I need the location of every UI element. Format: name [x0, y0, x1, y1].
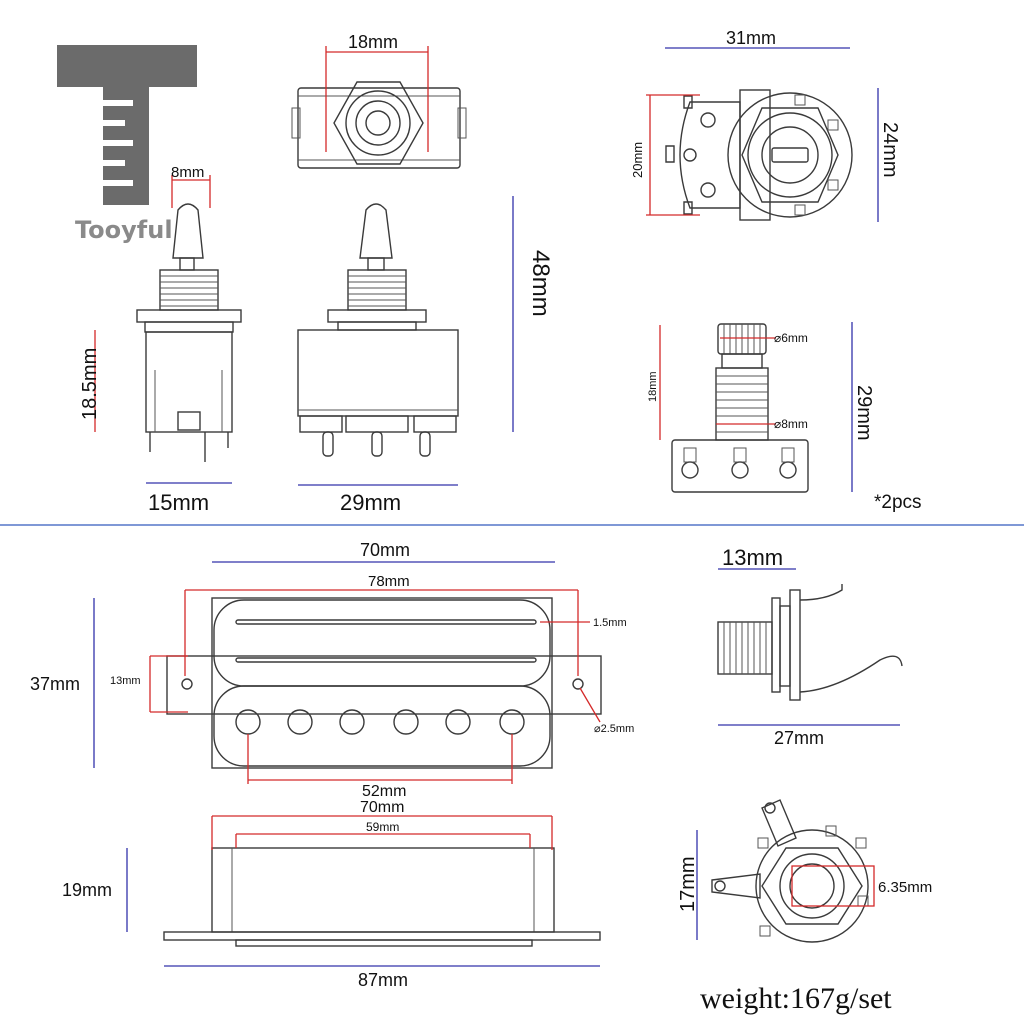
toggle-lever-label: 8mm: [171, 164, 204, 181]
dim-toggle-side-height: 18.5mm: [79, 330, 101, 432]
toggle-top-view: [291, 81, 467, 169]
weight-label: weight:167g/set: [700, 982, 892, 1015]
pot-large-width-label: 31mm: [726, 28, 776, 48]
jack-side-view: [717, 584, 903, 701]
humbucker-hole-dia-label: ⌀2.5mm: [594, 723, 634, 735]
humbucker-cover-width-label: 70mm: [360, 540, 410, 560]
humbucker-height-label: 37mm: [30, 674, 80, 694]
jack-front-view: [711, 799, 869, 943]
pot-small-thread-label: ⌀8mm: [774, 417, 808, 431]
humbucker-base-label: 87mm: [358, 970, 408, 990]
dim-pot-small-shaft: ⌀6mm: [720, 331, 808, 345]
toggle-front-width-label: 29mm: [340, 490, 401, 515]
humbucker-side-view: [163, 847, 601, 947]
humbucker-top-view: [166, 597, 602, 769]
humbucker-pole-spacing-label: 52mm: [362, 783, 406, 800]
toggle-front-view: [297, 203, 459, 457]
humbucker-mount-width-label: 78mm: [368, 573, 410, 590]
dim-pot-small-thread-height: 18mm: [647, 325, 661, 440]
dim-jack-front-height: 17mm: [677, 830, 699, 940]
jack-front-hole-label: 6.35mm: [878, 879, 932, 896]
dim-humbucker-base: 87mm: [164, 965, 600, 990]
humbucker-side-cover-label: 70mm: [360, 799, 404, 816]
dim-toggle-side-width: 15mm: [146, 482, 232, 515]
pot-large-height-label: 24mm: [879, 122, 901, 178]
toggle-side-view: [136, 203, 242, 462]
jack-total-label: 27mm: [774, 728, 824, 748]
pot-small: [671, 323, 809, 493]
pot-large: [665, 89, 853, 221]
brand-name: Tooyful: [75, 216, 173, 244]
pot-quantity-label: *2pcs: [874, 492, 922, 513]
jack-front-height-label: 17mm: [677, 856, 699, 912]
dim-jack-front-hole: 6.35mm: [791, 865, 932, 907]
pot-small-height-label: 29mm: [853, 385, 875, 441]
pot-small-shaft-label: ⌀6mm: [774, 331, 808, 345]
brand-logo: Tooyful: [57, 45, 197, 244]
dim-humbucker-pole-spacing: 52mm: [247, 734, 513, 800]
humbucker-slot-label: 1.5mm: [593, 617, 627, 629]
pot-large-body-label: 20mm: [630, 142, 645, 178]
dim-humbucker-side-cover: 70mm: [211, 799, 553, 850]
pot-small-thread-height-label: 18mm: [647, 371, 659, 402]
dim-humbucker-slot: 1.5mm: [540, 617, 627, 629]
dim-humbucker-hole-height: 13mm: [110, 655, 188, 713]
logo-bar: [57, 45, 197, 87]
dim-pot-large-height: 24mm: [877, 88, 901, 222]
dim-humbucker-cover-width: 70mm: [212, 540, 555, 563]
toggle-top-width-label: 18mm: [348, 32, 398, 52]
dim-humbucker-side-height: 19mm: [62, 848, 128, 932]
dim-pot-large-width: 31mm: [665, 28, 850, 49]
dim-humbucker-height: 37mm: [30, 598, 95, 768]
jack-thread-label: 13mm: [722, 545, 783, 570]
dim-pot-large-body: 20mm: [630, 94, 700, 216]
toggle-side-height-label: 18.5mm: [79, 348, 101, 420]
dim-toggle-total-height: 48mm: [512, 196, 554, 432]
dim-jack-thread: 13mm: [718, 545, 796, 570]
dim-humbucker-hole-dia: ⌀2.5mm: [579, 687, 634, 735]
dim-humbucker-side-inner: 59mm: [235, 820, 531, 848]
humbucker-side-height-label: 19mm: [62, 880, 112, 900]
logo-ruler-ticks: [103, 100, 133, 186]
dim-jack-total: 27mm: [718, 724, 900, 748]
dim-toggle-front-width: 29mm: [298, 484, 458, 515]
humbucker-side-inner-label: 59mm: [366, 820, 399, 834]
dim-humbucker-mount-width: 78mm: [184, 573, 579, 676]
humbucker-hole-height-label: 13mm: [110, 675, 141, 687]
dim-pot-small-thread: ⌀8mm: [716, 417, 808, 431]
dim-toggle-top-width: 18mm: [325, 32, 429, 152]
dim-pot-small-height: 29mm: [851, 322, 875, 492]
toggle-total-height-label: 48mm: [527, 250, 554, 317]
toggle-side-width-label: 15mm: [148, 490, 209, 515]
dim-toggle-lever: 8mm: [171, 164, 211, 208]
